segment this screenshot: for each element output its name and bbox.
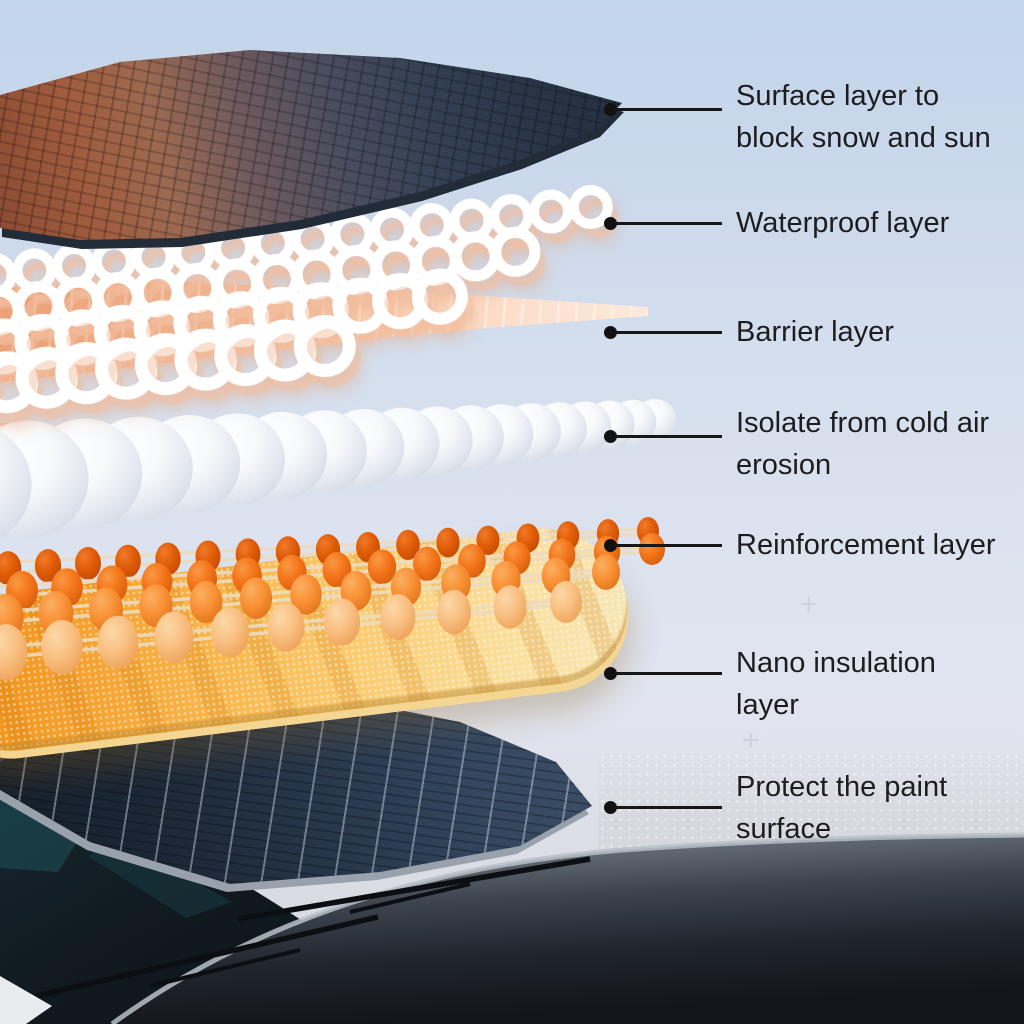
wiper-arm-right bbox=[349, 882, 471, 914]
leader-dot bbox=[604, 325, 617, 339]
leader-dot bbox=[604, 102, 617, 116]
leader-dot bbox=[604, 429, 617, 443]
headlight-sliver bbox=[0, 976, 52, 1024]
leader-line bbox=[615, 434, 722, 438]
leader-line bbox=[615, 543, 722, 547]
car-hood bbox=[112, 835, 1024, 1024]
wiper-blade-right bbox=[237, 856, 591, 922]
wiper-arm-left bbox=[149, 948, 301, 988]
leader-line bbox=[615, 330, 722, 334]
plus-watermark: + bbox=[800, 588, 818, 621]
callout-label: Reinforcement layer bbox=[736, 529, 996, 561]
leader-dot bbox=[604, 538, 617, 552]
plus-watermark: + bbox=[742, 724, 760, 757]
wiper-blade-left bbox=[35, 914, 379, 999]
leader-line bbox=[615, 107, 722, 111]
leader-line bbox=[615, 805, 722, 809]
leader-dot bbox=[604, 216, 617, 230]
leader-line bbox=[615, 221, 722, 225]
callout-label: Barrier layer bbox=[736, 316, 894, 348]
leader-dot bbox=[604, 666, 617, 680]
callout-label: Waterproof layer bbox=[736, 207, 950, 239]
leader-line bbox=[615, 671, 722, 675]
leader-dot bbox=[604, 800, 617, 814]
